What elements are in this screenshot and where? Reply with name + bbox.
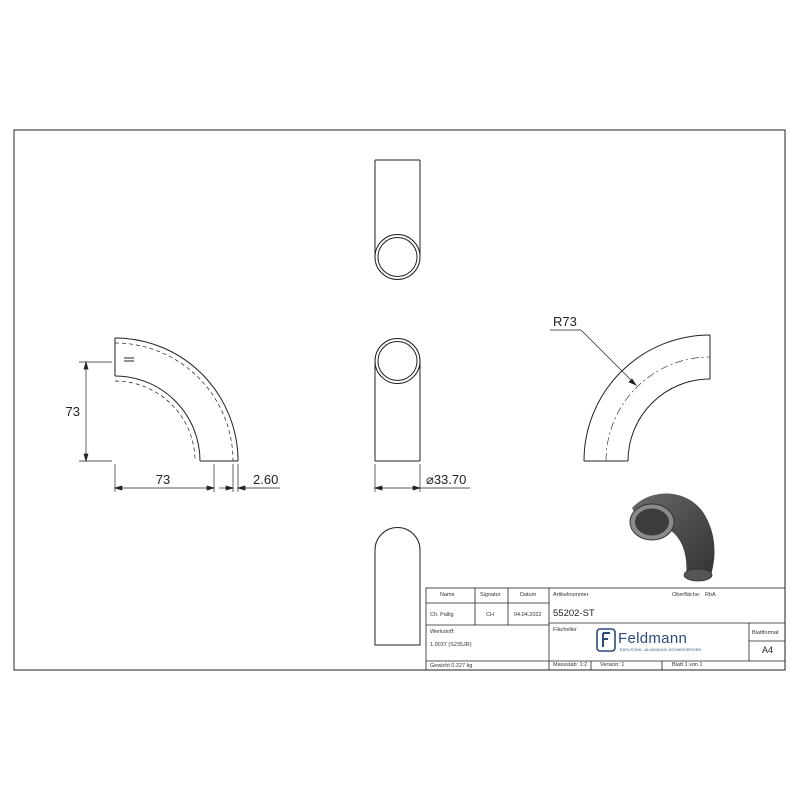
format-label: Blattformat xyxy=(752,630,779,636)
sheet-number: Blatt 1 von 1 xyxy=(672,662,703,668)
header-signature: Signatur xyxy=(480,592,501,598)
surface-label: Oberfläche: xyxy=(672,592,701,598)
version: Version: 1 xyxy=(600,662,625,668)
front-view xyxy=(374,338,421,462)
dim-diameter: ⌀33.70 xyxy=(426,472,466,487)
dim-height-73: 73 xyxy=(66,404,80,419)
material-value: 1.0037 (S235JR) xyxy=(430,642,472,648)
company-name: Feldmann xyxy=(618,630,688,647)
bottom-view xyxy=(374,527,421,646)
front-view-dimension xyxy=(373,464,470,492)
surface-value: RbA xyxy=(705,592,716,598)
sheet-border xyxy=(13,129,786,671)
article-number: 55202-ST xyxy=(553,608,595,619)
dim-wall-thickness: 2.60 xyxy=(253,472,278,487)
radius-leader xyxy=(550,329,637,386)
format-value: A4 xyxy=(762,645,774,655)
company-logo xyxy=(596,628,616,657)
drawing-title: Flächeller xyxy=(553,627,577,633)
drawn-date: 04.04.2022 xyxy=(514,612,542,618)
scale: Massstab: 1:2 xyxy=(553,662,588,668)
elbow-3d-render xyxy=(629,493,715,582)
right-view xyxy=(583,334,711,462)
article-number-label: Artikelnummer xyxy=(553,592,589,598)
title-block-grid xyxy=(425,587,786,671)
dim-width-73: 73 xyxy=(156,472,170,487)
side-view xyxy=(114,337,239,462)
side-view-dimensions xyxy=(79,360,280,492)
header-date: Datum xyxy=(520,592,537,598)
drawn-by-signature: CH xyxy=(486,612,494,618)
feldmann-logo-icon xyxy=(596,628,616,652)
top-view xyxy=(374,159,421,280)
weight: Gewicht 0.227 kg xyxy=(430,663,473,669)
material-label: Werkstoff: xyxy=(430,629,455,635)
company-tagline: EDELSTAHL–ALUMINIUM–SCHMIEDEEISEN xyxy=(620,648,702,652)
drawn-by-name: Ch. Pallig xyxy=(430,612,454,618)
dim-radius: R73 xyxy=(553,314,577,329)
header-name: Name xyxy=(440,592,455,598)
